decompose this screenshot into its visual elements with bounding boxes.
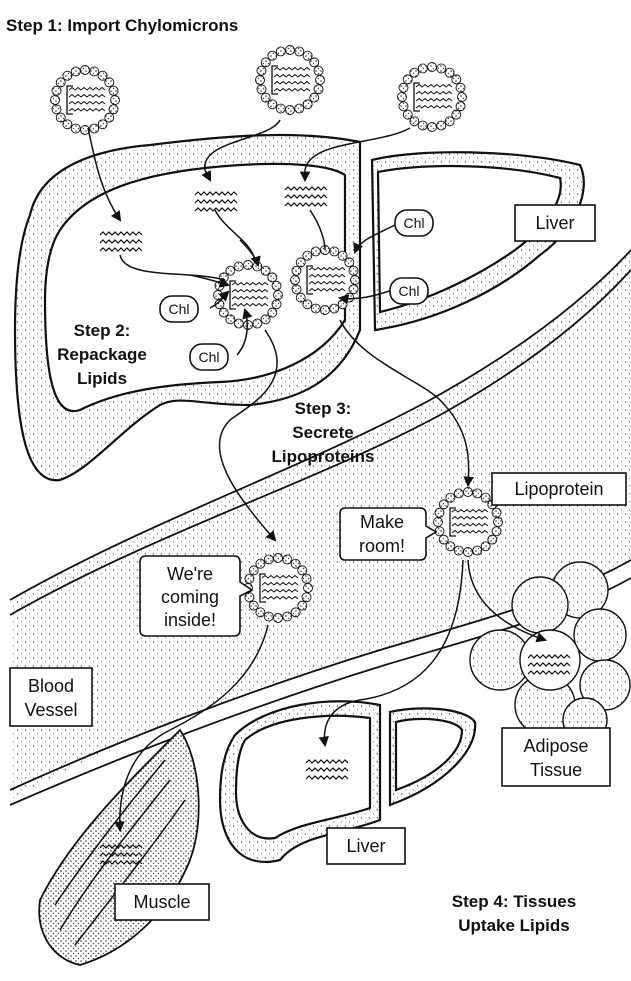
label-lipoprotein: Lipoprotein — [491, 472, 627, 506]
svg-text:Lipids: Lipids — [77, 369, 127, 388]
svg-text:Chl: Chl — [198, 349, 219, 365]
chl-pill-2: Chl — [389, 277, 429, 305]
liver-organ-bottom — [218, 700, 477, 863]
adipose-cells — [469, 561, 631, 743]
lipid-waves-layer — [99, 186, 571, 865]
svg-text:Repackage: Repackage — [57, 345, 147, 364]
svg-text:Step 4: Tissues: Step 4: Tissues — [452, 892, 576, 911]
speech-bubble-coming-inside: We're coming inside! — [139, 555, 254, 637]
svg-text:Liver: Liver — [535, 213, 574, 233]
flow-arrows — [87, 119, 547, 833]
svg-text:Make: Make — [360, 512, 404, 532]
step2-label: Step 2: Repackage Lipids — [57, 321, 147, 388]
svg-text:Blood: Blood — [28, 676, 74, 696]
label-liver-top: Liver — [514, 204, 596, 242]
svg-text:room!: room! — [359, 536, 405, 556]
svg-text:Adipose: Adipose — [523, 736, 588, 756]
step4-label: Step 4: Tissues Uptake Lipids — [452, 892, 576, 935]
svg-text:Tissue: Tissue — [530, 760, 582, 780]
chl-pill-4: Chl — [189, 343, 229, 371]
speech-bubble-make-room: Make room! — [339, 507, 438, 561]
svg-text:Step 3:: Step 3: — [295, 399, 352, 418]
svg-text:inside!: inside! — [164, 610, 216, 630]
chylomicron-particle — [255, 45, 325, 115]
svg-text:Step 2:: Step 2: — [74, 321, 131, 340]
lipid-wave-icon — [284, 186, 328, 207]
svg-text:coming: coming — [161, 587, 219, 607]
svg-text:Lipoproteins: Lipoproteins — [272, 447, 375, 466]
svg-text:Chl: Chl — [398, 283, 419, 299]
label-liver-bottom: Liver — [326, 827, 406, 865]
svg-text:Chl: Chl — [168, 301, 189, 317]
label-muscle: Muscle — [114, 883, 210, 921]
svg-text:Muscle: Muscle — [133, 892, 190, 912]
svg-text:Secrete: Secrete — [292, 423, 353, 442]
label-blood-vessel: Blood Vessel — [9, 667, 93, 727]
particles-layer — [50, 45, 503, 623]
svg-text:Liver: Liver — [346, 836, 385, 856]
lipid-wave-icon — [194, 191, 238, 212]
label-adipose-tissue: Adipose Tissue — [501, 727, 611, 787]
step1-title: Step 1: Import Chylomicrons — [6, 16, 238, 35]
lipid-wave-icon — [99, 844, 143, 865]
svg-text:Vessel: Vessel — [24, 700, 77, 720]
svg-text:Lipoprotein: Lipoprotein — [514, 479, 603, 499]
lipid-wave-icon — [305, 759, 349, 780]
liver-organ-top — [13, 133, 585, 482]
chylomicron-particle — [397, 62, 467, 132]
svg-text:Uptake Lipids: Uptake Lipids — [458, 916, 569, 935]
chl-pill-3: Chl — [159, 295, 199, 323]
lipoprotein-particle — [243, 553, 313, 623]
lipid-wave-icon — [527, 654, 571, 675]
lipid-wave-icon — [99, 231, 143, 252]
chylomicron-particle — [50, 65, 120, 135]
svg-text:Chl: Chl — [403, 215, 424, 231]
svg-text:We're: We're — [167, 564, 213, 584]
step3-label: Step 3: Secrete Lipoproteins — [272, 399, 375, 466]
chl-pill-1: Chl — [394, 209, 434, 237]
lipoprotein-particle — [433, 487, 503, 557]
